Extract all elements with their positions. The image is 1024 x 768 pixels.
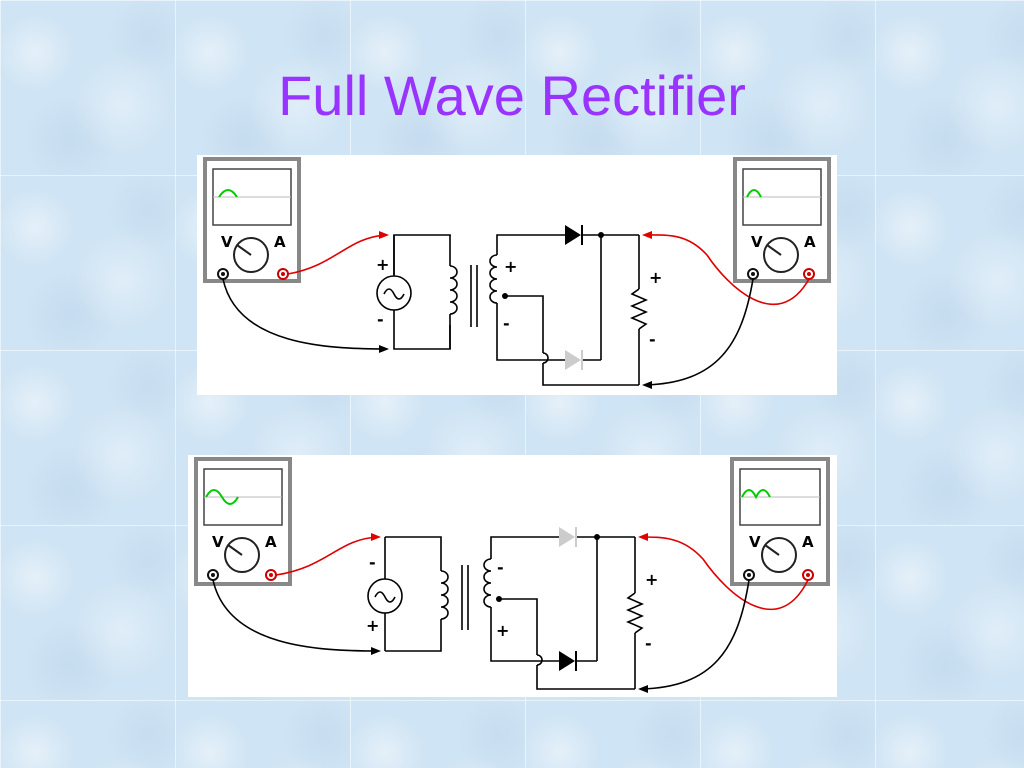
black-lead-right: [644, 278, 754, 386]
load-resistor: [625, 592, 645, 634]
black-lead-right: [640, 579, 750, 690]
source-top-sign: -: [369, 553, 376, 572]
right-meter: V A: [730, 457, 830, 586]
primary-circuit: [376, 234, 478, 350]
secondary-top-sign: +: [504, 257, 517, 276]
primary-circuit: [367, 536, 469, 652]
secondary-coil: [489, 254, 498, 304]
primary-coil: [440, 570, 449, 620]
volt-label: V: [749, 533, 761, 551]
meter-trace: [746, 189, 762, 198]
amp-label: A: [274, 233, 286, 251]
meter-trace: [218, 189, 238, 198]
load-resistor: [629, 288, 649, 330]
diode-conducting: [559, 651, 577, 671]
probe-leads: [212, 533, 809, 693]
page-title: Full Wave Rectifier: [278, 64, 746, 127]
amp-label: A: [802, 533, 814, 551]
diode-blocking: [559, 527, 577, 547]
source-bottom-sign: +: [366, 616, 379, 635]
secondary-bottom-sign: -: [503, 314, 510, 333]
source-bottom-sign: -: [377, 310, 384, 329]
secondary-coil: [483, 558, 492, 608]
diode-blocking: [565, 350, 583, 370]
probe-leads: [222, 231, 810, 389]
meter-trace: [205, 489, 239, 505]
volt-label: V: [212, 533, 224, 551]
load-top-sign: +: [645, 570, 658, 589]
circuit-panel-1: V A V A: [197, 155, 837, 395]
right-meter: V A: [733, 157, 831, 283]
circuit-panel-2: V A V A: [188, 455, 837, 697]
secondary-bottom-sign: +: [496, 621, 509, 640]
circuit-diagram-2: V A V A: [194, 457, 830, 693]
red-lead-right: [644, 234, 810, 305]
meter-trace: [741, 489, 771, 500]
red-lead-right: [640, 536, 809, 611]
secondary-top-sign: -: [497, 558, 504, 577]
black-lead-left: [222, 278, 388, 350]
amp-label: A: [804, 233, 816, 251]
volt-label: V: [751, 233, 763, 251]
left-meter: V A: [203, 157, 301, 283]
red-lead-left: [287, 234, 388, 275]
secondary-circuit: [489, 234, 649, 386]
secondary-circuit: [483, 536, 645, 690]
volt-label: V: [221, 233, 233, 251]
left-meter: V A: [194, 457, 292, 586]
diode-conducting: [565, 225, 583, 245]
amp-label: A: [265, 533, 277, 551]
red-lead-left: [275, 536, 379, 576]
source-top-sign: +: [376, 255, 389, 274]
black-lead-left: [212, 579, 379, 652]
circuit-diagram-1: V A V A: [203, 157, 831, 389]
load-bottom-sign: -: [645, 634, 652, 653]
primary-coil: [449, 265, 458, 315]
load-bottom-sign: -: [649, 330, 656, 349]
load-top-sign: +: [649, 268, 662, 287]
